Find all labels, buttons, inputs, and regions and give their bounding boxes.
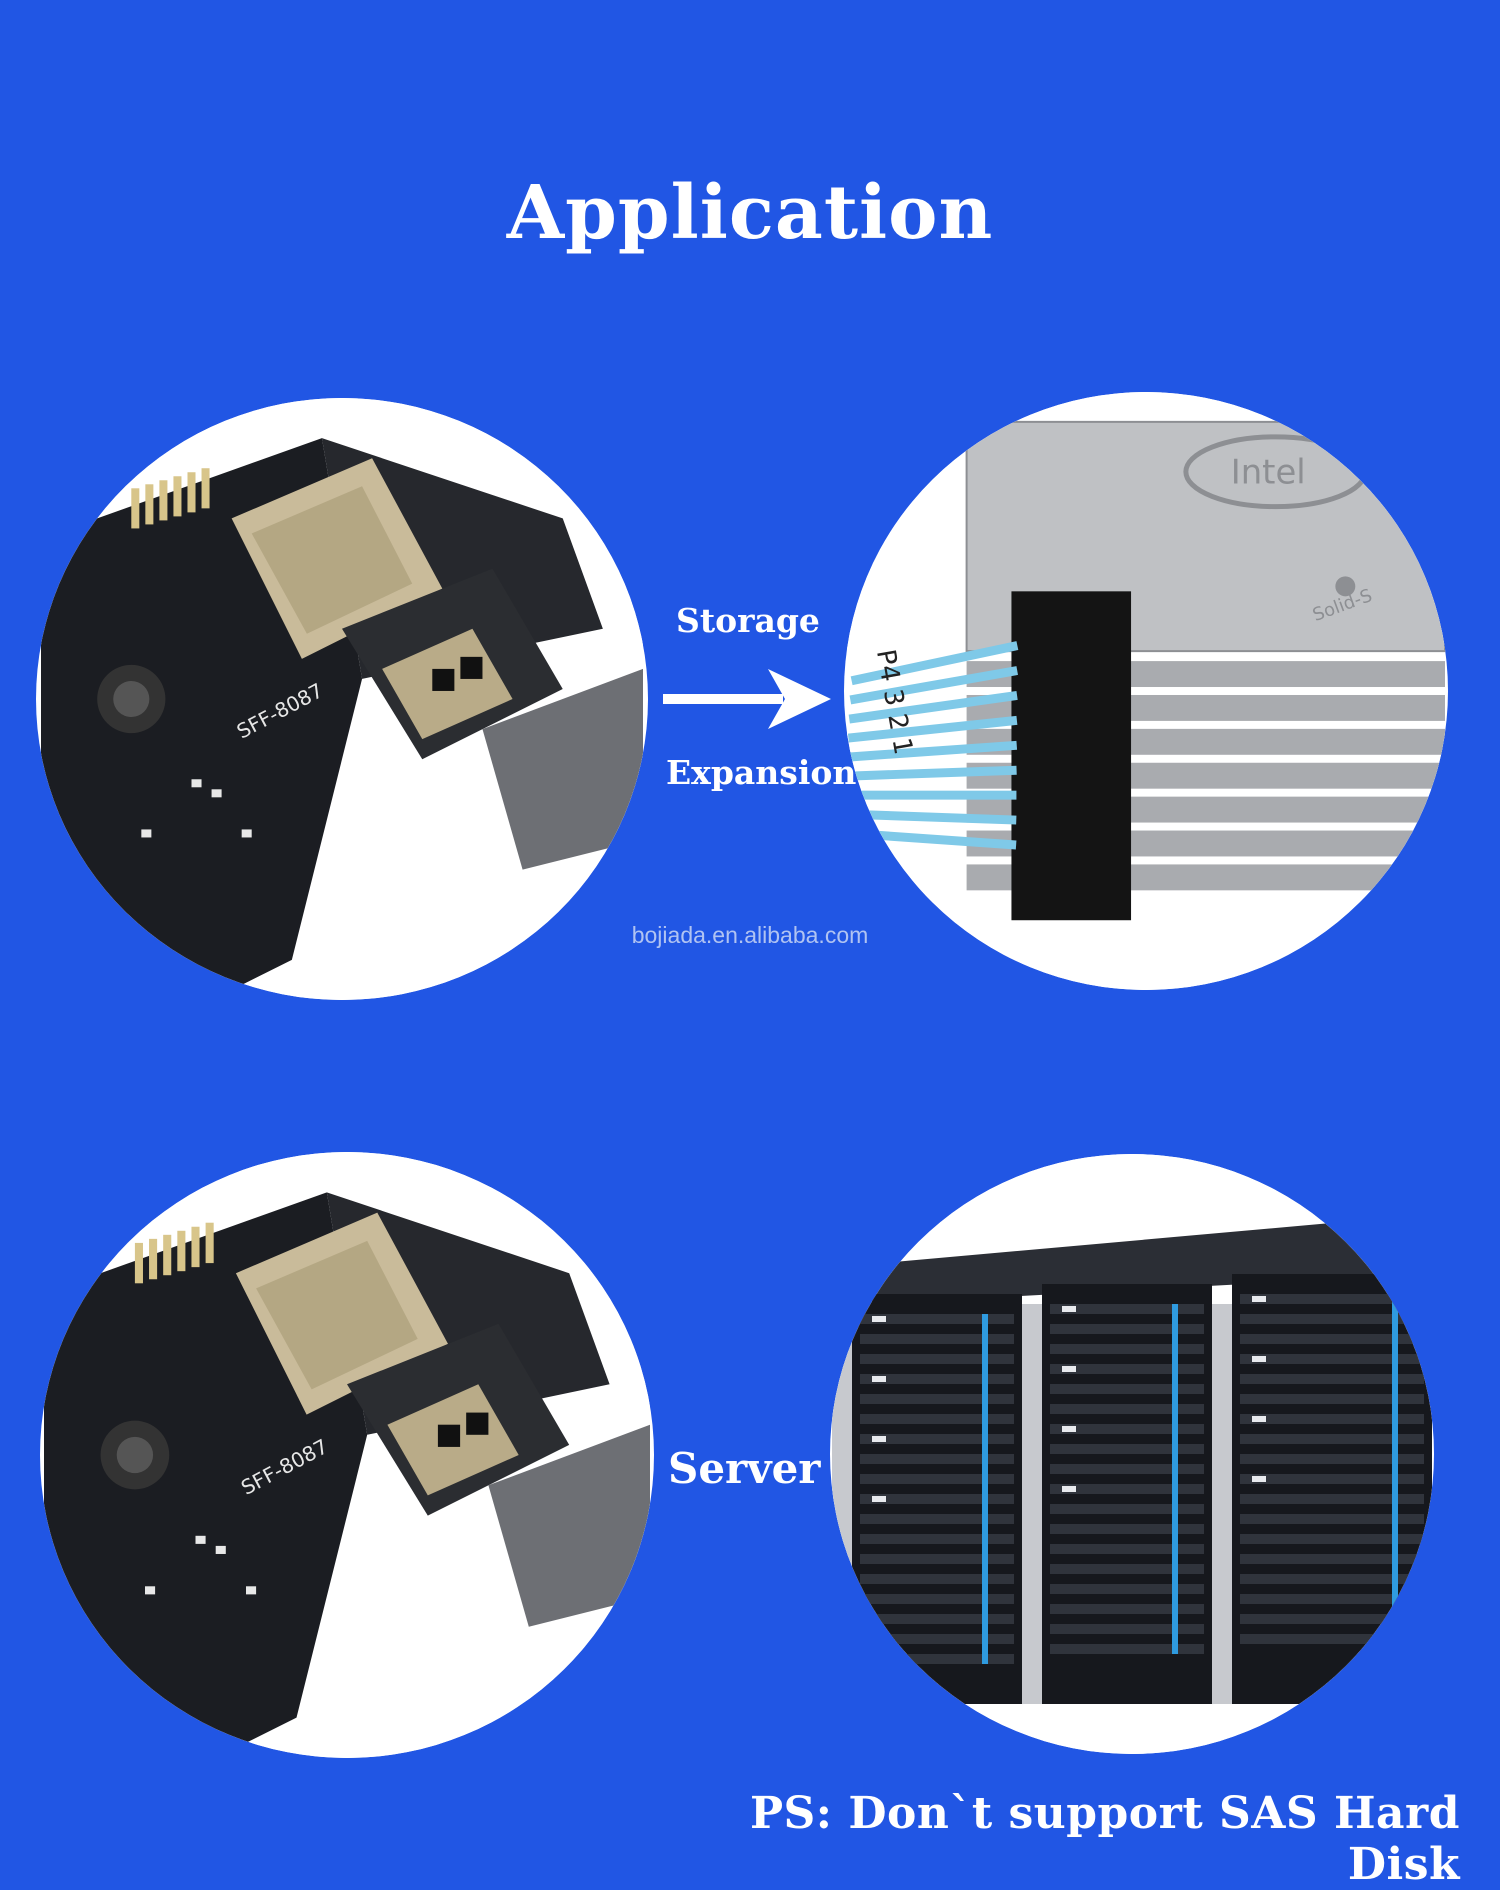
adapter-board-photo-2: SFF-8087 MiSAS 36PIN	[40, 1152, 654, 1758]
storage-label: Storage	[676, 601, 820, 640]
ssd-stack-photo: Intel Solid-S P4 3 2 1	[844, 392, 1448, 990]
adapter-board-photo: SFF-8087 MiSAS 36PIN	[36, 398, 648, 1000]
page-title: Application	[506, 170, 994, 256]
server-label: Server	[668, 1444, 821, 1493]
footer-note: PS: Don`t support SAS Hard Disk	[749, 1788, 1460, 1890]
watermark-text: bojiada.en.alibaba.com	[631, 922, 869, 948]
arrow-right-icon	[663, 669, 831, 729]
server-rack-photo	[830, 1154, 1434, 1754]
ssd-brand-text: Intel	[1231, 453, 1306, 492]
expansion-label: Expansion	[666, 753, 857, 792]
